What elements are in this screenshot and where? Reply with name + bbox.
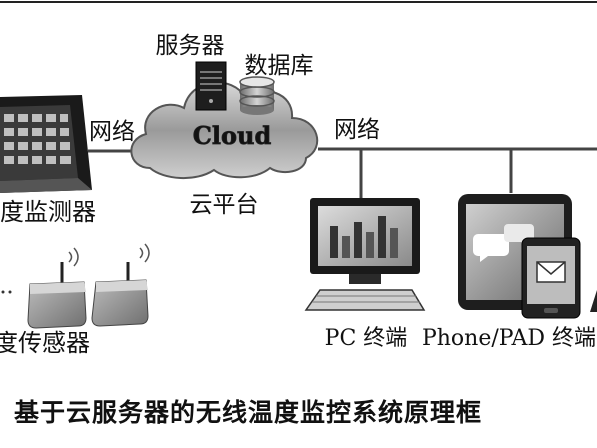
sensor-label: 度传感器 [0,329,90,357]
network-right-label: 网络 [334,117,380,143]
temperature-monitor-icon [0,95,92,193]
server-label: 服务器 [156,33,225,59]
pc-label: PC 终端 [325,326,408,351]
mobile-label: Phone/PAD 终端 [422,326,596,351]
monitor-label: 度监测器 [0,198,96,226]
partial-device-icon [590,290,597,312]
database-label: 数据库 [245,53,314,79]
figure-caption: 基于云服务器的无线温度监控系统原理框 [14,398,483,427]
server-icon [195,61,227,111]
phone-icon [521,237,581,319]
cloud-label: Cloud [193,121,272,150]
network-left-label: 网络 [89,119,135,145]
sensor-icon [91,243,150,327]
pc-monitor-icon [304,198,426,311]
platform-label: 云平台 [190,192,259,218]
database-icon [239,76,275,115]
sensor-icon [27,247,87,329]
sensor-dots [1,290,12,294]
